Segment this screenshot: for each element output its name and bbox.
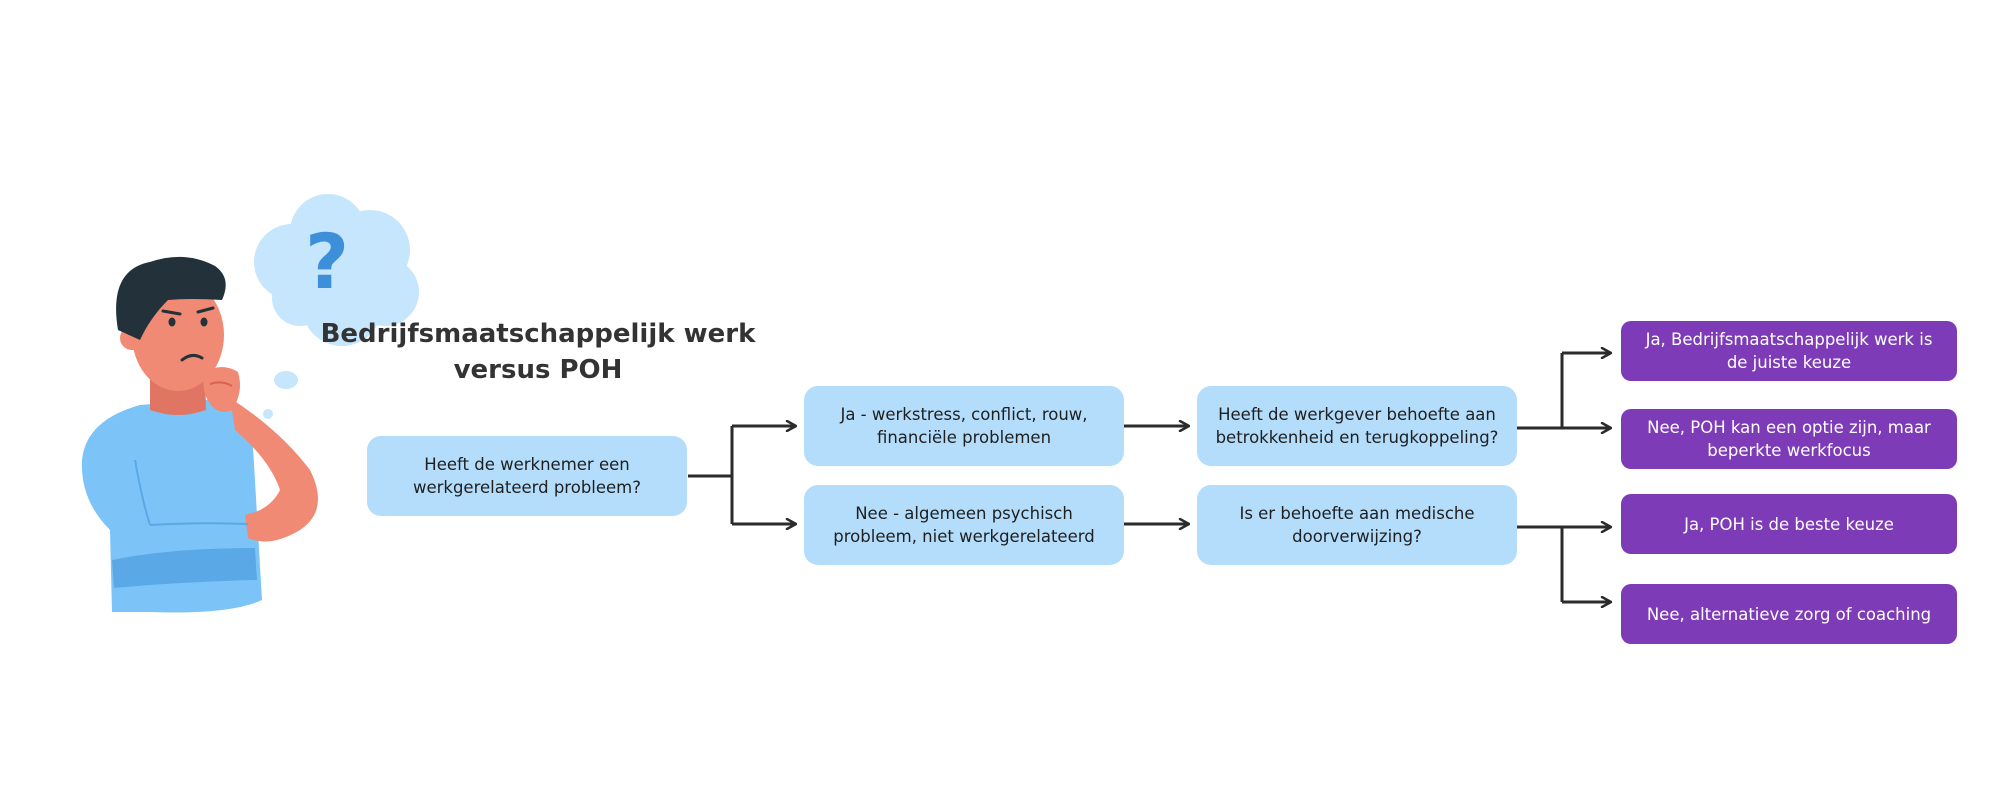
result-bmw-yes: Ja, Bedrijfsmaatschappelijk werk is de j… (1621, 321, 1957, 381)
thinking-person-illustration: ? (81, 194, 419, 613)
node-start-question: Heeft de werknemer een werkgerelateerd p… (367, 436, 687, 516)
title-line-2: versus POH (453, 355, 623, 385)
result-alternative-care: Nee, alternatieve zorg of coaching (1621, 584, 1957, 644)
title-line-1: Bedrijfsmaatschappelijk werk (320, 319, 756, 349)
result-poh-option: Nee, POH kan een optie zijn, maar beperk… (1621, 409, 1957, 469)
node-medical-referral-question: Is er behoefte aan medische doorverwijzi… (1197, 485, 1517, 565)
node-no-not-work-related: Nee - algemeen psychisch probleem, niet … (804, 485, 1124, 565)
thought-bubble-icon (254, 194, 419, 419)
page-title: Bedrijfsmaatschappelijk werk versus POH (318, 316, 758, 388)
question-mark-icon: ? (305, 217, 349, 306)
node-employer-involvement-question: Heeft de werkgever behoefte aan betrokke… (1197, 386, 1517, 466)
result-poh-best: Ja, POH is de beste keuze (1621, 494, 1957, 554)
node-yes-work-related: Ja - werkstress, conflict, rouw, financi… (804, 386, 1124, 466)
